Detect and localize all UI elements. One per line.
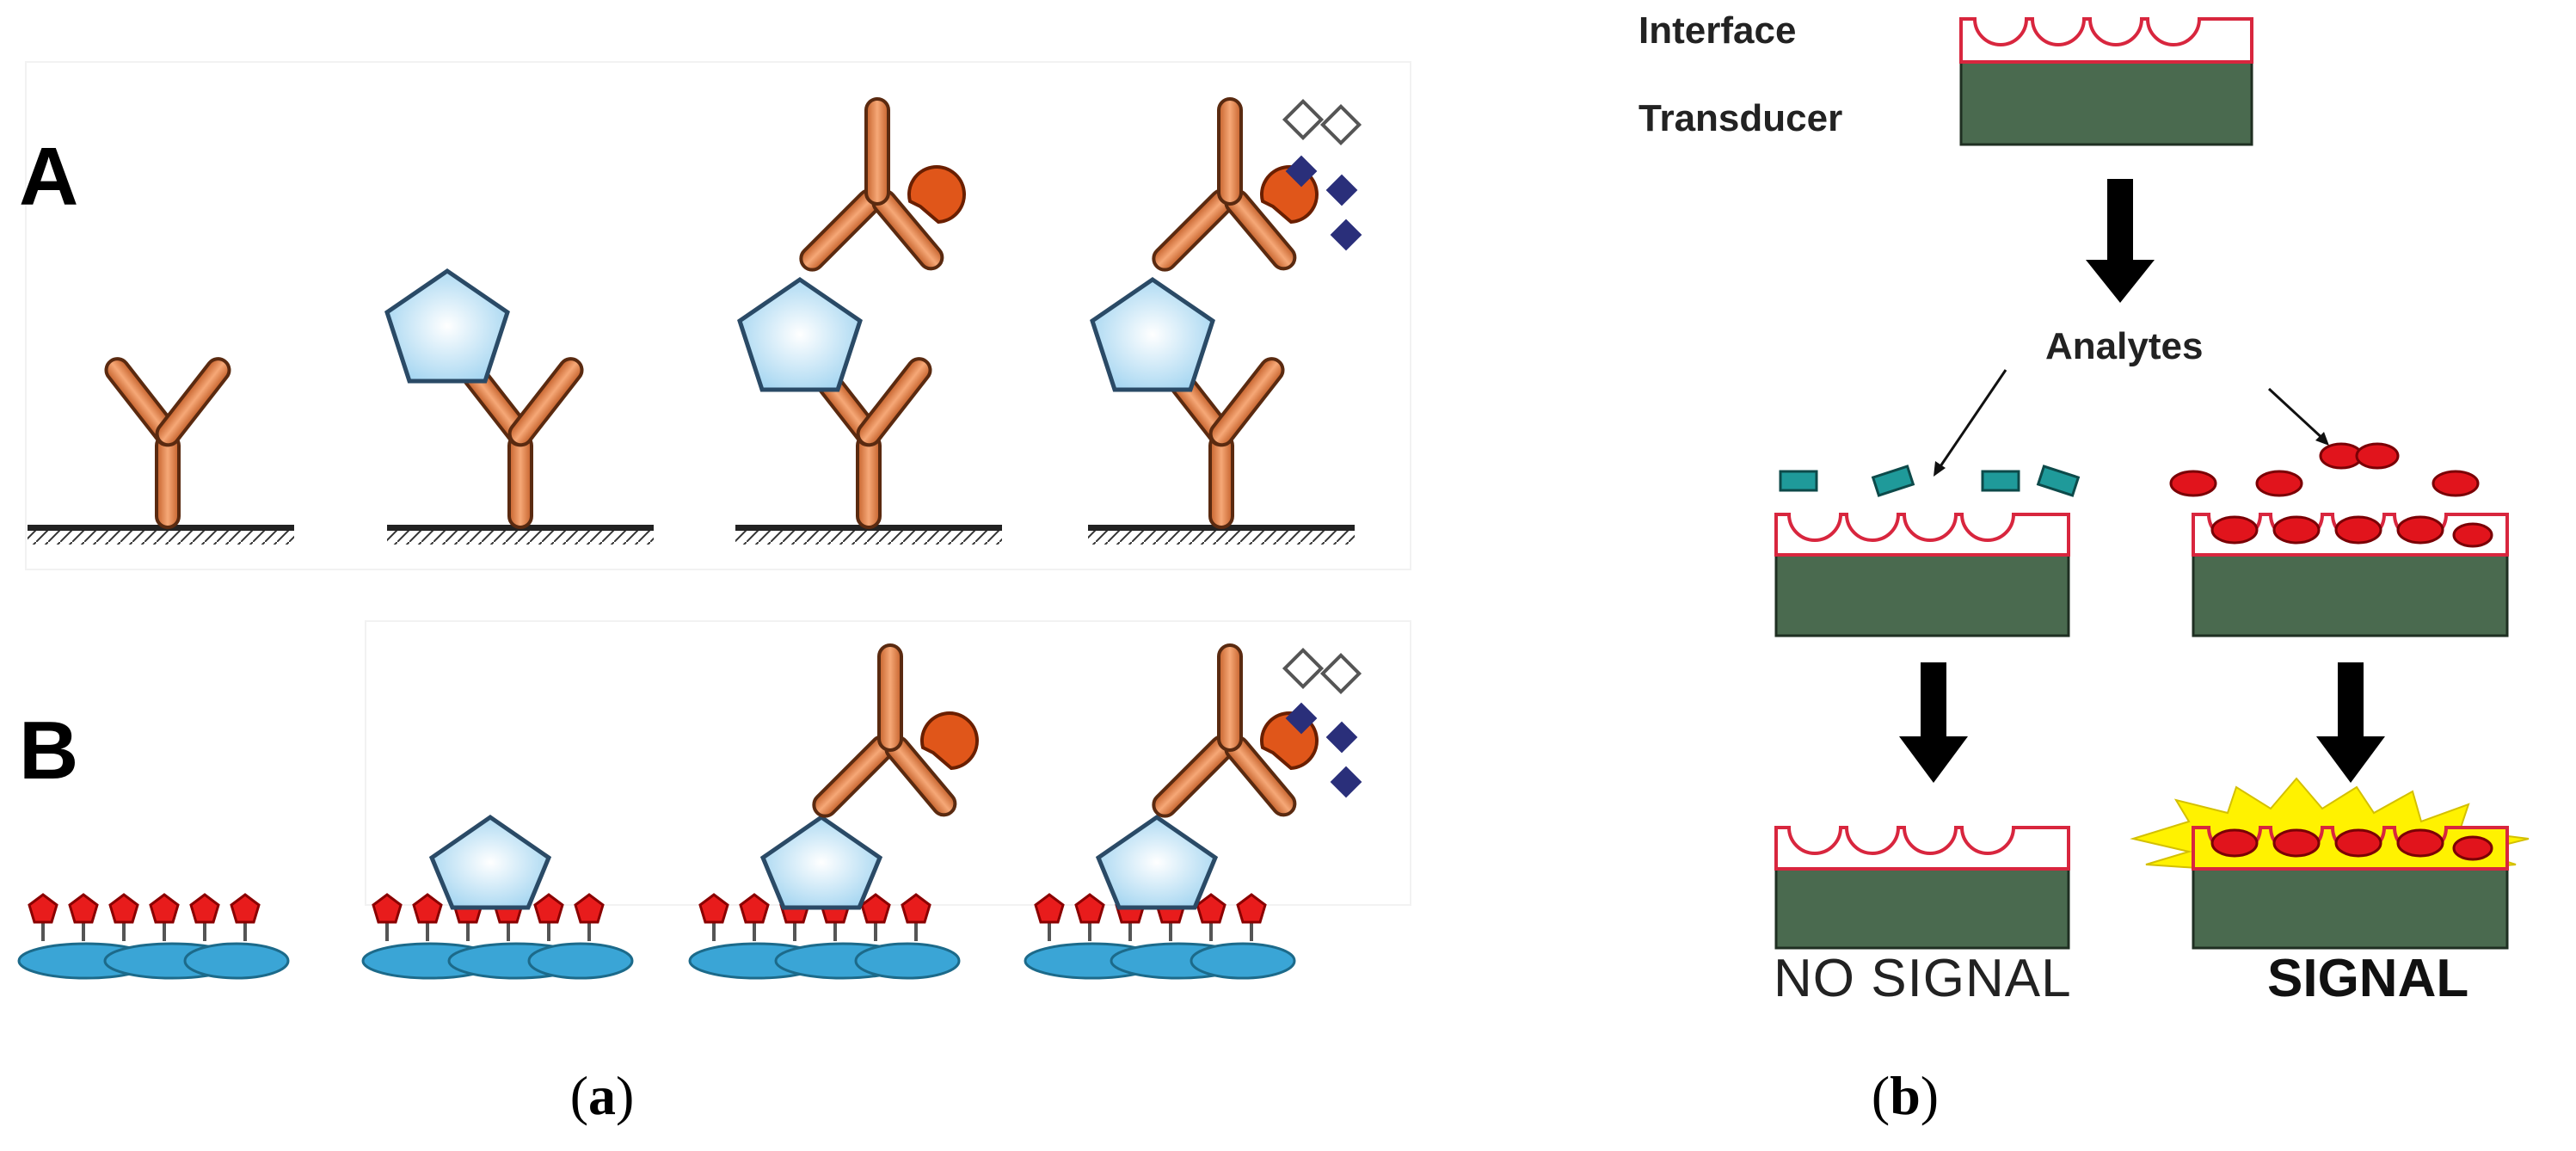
surface-a1 (28, 525, 294, 545)
analyte-pointer-right-head (2315, 432, 2329, 446)
detection-antibody-a3 (799, 97, 944, 272)
substrate-a4 (1282, 98, 1362, 146)
sensor-middle-right (2192, 513, 2509, 637)
interface-layer (1959, 17, 2253, 64)
teal-analytes (1779, 465, 2081, 497)
arrow-down-right (2316, 662, 2385, 783)
antigen-a4 (1090, 276, 1215, 392)
capture-antibody-a2 (457, 357, 584, 529)
detection-antibody-b3 (812, 643, 957, 818)
analyte-pointer-left (1935, 369, 2007, 472)
product-a4 (1285, 155, 1362, 251)
sensor-middle-left (1774, 513, 2070, 637)
analyte-pointer-left-head (1934, 461, 1946, 477)
substrate-b4 (1282, 647, 1362, 695)
caption-b: (b) (1872, 1065, 1939, 1126)
capture-antibody-a1 (104, 357, 231, 529)
antigen-b4 (1095, 814, 1219, 910)
sensor-bottom-right (2130, 777, 2530, 950)
interface-label: Interface (1638, 9, 1796, 52)
sensor-top (1959, 17, 2253, 146)
arrow-down-left (1899, 662, 1968, 783)
panel-b: Interface Transducer Analytes (1638, 9, 2530, 1126)
caption-a: (a) (570, 1065, 635, 1126)
transducer-label: Transducer (1638, 97, 1842, 139)
antigen-a3 (737, 276, 863, 392)
transducer-block (1959, 60, 2253, 146)
red-analytes (2169, 442, 2480, 497)
analyte-pointer-right (2267, 387, 2327, 442)
membrane-b2 (361, 893, 634, 980)
antigen-b2 (428, 814, 552, 910)
row-a-label: A (19, 131, 78, 223)
sensor-bottom-left (1774, 826, 2070, 950)
detection-antibody-b4 (1152, 643, 1297, 818)
antigen-b3 (759, 814, 883, 910)
detection-antibody-a4 (1152, 97, 1297, 272)
no-signal-label: NO SIGNAL (1774, 949, 2072, 1008)
analytes-label: Analytes (2045, 325, 2203, 367)
row-b-label: B (19, 705, 78, 797)
membrane-b4 (1024, 893, 1296, 980)
enzyme-label-b3 (920, 711, 979, 771)
antigen-a2 (384, 268, 510, 384)
membrane-b1 (17, 893, 290, 980)
panel-a: A B (17, 61, 1411, 1126)
product-b4 (1285, 702, 1362, 798)
arrow-down-top (2086, 179, 2155, 303)
enzyme-label-a3 (907, 165, 966, 225)
signal-label: SIGNAL (2267, 949, 2468, 1008)
